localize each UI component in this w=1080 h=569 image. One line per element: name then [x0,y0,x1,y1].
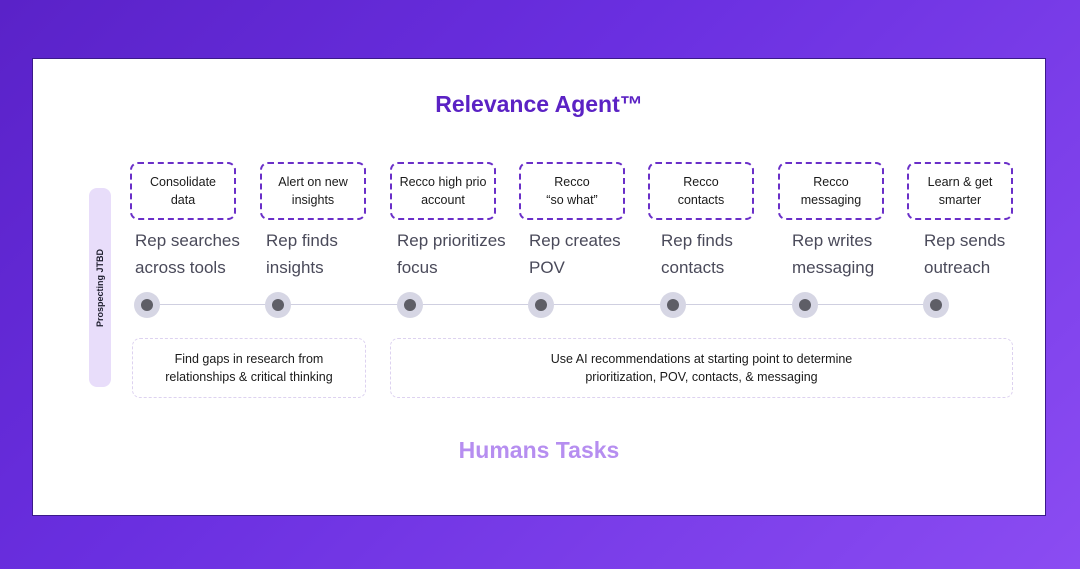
agent-task-learn: Learn & get smarter [907,162,1013,220]
timeline-node [265,292,291,318]
step-label-prioritize: Rep prioritizes focus [397,231,506,277]
human-task-gaps: Find gaps in research from relationships… [132,338,366,398]
timeline-node [397,292,423,318]
timeline-node [660,292,686,318]
side-pill: Prospecting JTBD [89,188,111,387]
side-label: Prospecting JTBD [95,248,105,327]
timeline-node [923,292,949,318]
agent-task-recco-account: Recco high prio account [390,162,496,220]
human-task-ai-recommendations: Use AI recommendations at starting point… [390,338,1013,398]
step-label-search: Rep searches across tools [135,231,240,277]
agent-task-consolidate: Consolidate data [130,162,236,220]
timeline-node [792,292,818,318]
step-label-insights: Rep finds insights [266,231,338,277]
agent-task-recco-sowhat: Recco “so what” [519,162,625,220]
agent-task-recco-contacts: Recco contacts [648,162,754,220]
step-label-outreach: Rep sends outreach [924,231,1006,277]
step-label-pov: Rep creates POV [529,231,621,277]
timeline-node [134,292,160,318]
step-label-messaging: Rep writes messaging [792,231,875,277]
timeline-node [528,292,554,318]
agent-task-recco-messaging: Recco messaging [778,162,884,220]
humans-title: Humans Tasks [458,437,620,463]
diagram-card: Relevance Agent™ Prospecting JTBD Consol… [32,58,1046,516]
agent-title: Relevance Agent™ [435,91,643,117]
agent-task-alert: Alert on new insights [260,162,366,220]
step-label-contacts: Rep finds contacts [661,231,733,277]
